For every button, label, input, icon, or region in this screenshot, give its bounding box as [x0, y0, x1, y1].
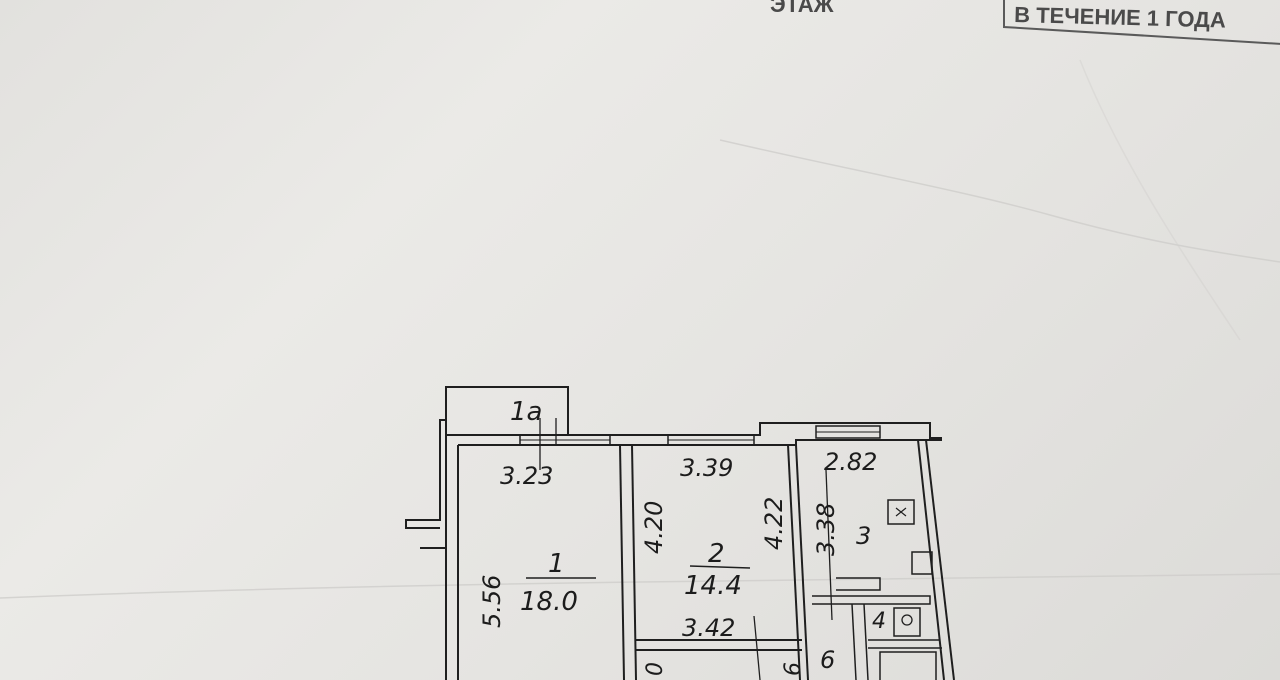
room-1-area: 18.0 — [520, 587, 578, 617]
bath-fixture — [879, 651, 937, 680]
paper-creases — [0, 59, 1280, 599]
stamp-text: В ТЕЧЕНИЕ 1 ГОДА — [1014, 2, 1226, 33]
balcony-label: 1а — [510, 397, 542, 427]
stove-fixture — [887, 499, 915, 525]
partial-dim-lower-right: 6 — [781, 662, 806, 676]
room-1-length: 5.56 — [478, 575, 506, 628]
room-3-number: 3 — [856, 522, 871, 550]
room-2-width-top: 3.39 — [680, 454, 733, 482]
floor-plan — [405, 386, 955, 680]
room-6-number: 6 — [820, 646, 835, 674]
room-2-area: 14.4 — [684, 571, 742, 601]
toilet-fixture — [893, 607, 921, 637]
room-3-length: 3.38 — [812, 503, 840, 556]
stamp-box: В ТЕЧЕНИЕ 1 ГОДА — [1003, 0, 1280, 45]
room-4-number: 4 — [872, 609, 886, 634]
partial-dim-lower-left: 0 — [643, 662, 668, 676]
room-2-number: 2 — [708, 539, 725, 569]
plan-labels: 1а 3.23 5.56 1 18.0 3.39 4.20 4.22 2 14.… — [478, 397, 886, 676]
wall-room1-room2 — [619, 444, 625, 680]
room-1-width: 3.23 — [500, 462, 553, 490]
balcony-outline — [445, 386, 569, 436]
room-2-length-right: 4.22 — [760, 497, 788, 550]
floor-word-fragment: ЭТАЖ — [770, 0, 834, 17]
room-1-number: 1 — [548, 549, 565, 579]
sink-fixture — [911, 551, 933, 575]
room-2-width-bottom: 3.42 — [682, 614, 735, 642]
room-3-width: 2.82 — [824, 448, 877, 476]
room-2-length-left: 4.20 — [640, 501, 668, 554]
